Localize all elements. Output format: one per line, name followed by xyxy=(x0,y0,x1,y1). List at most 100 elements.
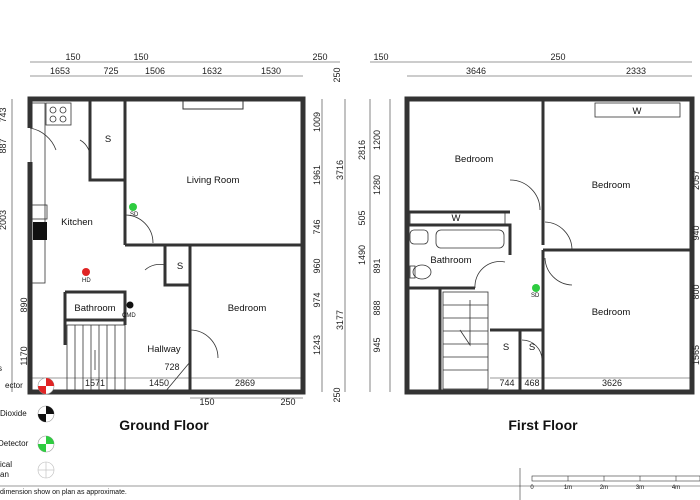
svg-text:1009: 1009 xyxy=(312,112,322,132)
ff-bedroom-2-label: Bedroom xyxy=(592,180,631,191)
gf-right-dimensions: 1009 1961 746 960 974 1243 3716 3177 250… xyxy=(312,67,346,403)
svg-text:250: 250 xyxy=(280,397,295,407)
first-floor-outer-wall xyxy=(404,96,695,395)
gf-dim-top-150b: 150 xyxy=(133,52,148,62)
ground-floor-left-door-gap xyxy=(27,128,33,162)
gf-left-dimensions: 743 887 2003 890 1170 xyxy=(0,99,29,392)
svg-text:150: 150 xyxy=(373,52,388,62)
hob-ring-3 xyxy=(49,115,57,123)
ground-floor-stairs xyxy=(66,324,126,391)
approximate-note: dimension show on plan as approximate. xyxy=(0,489,127,496)
svg-text:2057: 2057 xyxy=(691,170,700,190)
kitchen-counter xyxy=(30,102,46,284)
svg-text:1961: 1961 xyxy=(312,165,322,185)
svg-text:2869: 2869 xyxy=(235,378,255,388)
svg-text:1170: 1170 xyxy=(19,346,29,365)
svg-text:891: 891 xyxy=(372,258,382,273)
scale-tick-1m: 1m xyxy=(564,485,572,491)
gf-dim-top-250: 250 xyxy=(312,52,327,62)
ff-store-2-label: S xyxy=(529,342,535,353)
kitchen-sink xyxy=(30,204,48,220)
legend-co-detector-icon xyxy=(37,405,55,423)
ff-store-1-label: S xyxy=(503,342,509,353)
svg-text:2333: 2333 xyxy=(626,66,646,76)
legend-smoke-label: Detector xyxy=(0,439,29,448)
ff-bedroom-3-label: Bedroom xyxy=(592,307,631,318)
legend-smoke-detector-icon xyxy=(37,435,55,453)
svg-text:960: 960 xyxy=(312,258,322,273)
ff-bathroom-door xyxy=(474,261,506,289)
toilet xyxy=(412,264,432,280)
svg-text:746: 746 xyxy=(312,219,322,234)
ff-bottom-dimensions: 744 468 3626 xyxy=(490,377,692,388)
gf-bedroom-label: Bedroom xyxy=(228,303,267,314)
hallway-label: Hallway xyxy=(147,344,181,355)
gf-bottom-dimensions: 1571 1450 2869 728 150 250 xyxy=(30,362,303,407)
ground-floor: Living Room Kitchen Bathroom Hallway Bed… xyxy=(0,52,346,433)
svg-text:728: 728 xyxy=(164,362,179,372)
ff-smoke-detector-icon: SD xyxy=(531,284,540,299)
svg-text:SD: SD xyxy=(130,212,139,218)
svg-text:SD: SD xyxy=(531,293,540,299)
legend-electrical-icon xyxy=(37,461,55,479)
legend-co-label: Dioxide xyxy=(0,409,27,418)
toilet-cistern xyxy=(409,265,416,279)
svg-text:940: 940 xyxy=(691,225,700,240)
ff-bathroom-label: Bathroom xyxy=(430,255,471,266)
svg-text:2816: 2816 xyxy=(357,140,367,160)
first-floor-heading: First Floor xyxy=(508,417,578,433)
kitchen-door-swing xyxy=(29,127,57,151)
ff-wardrobe-1 xyxy=(409,211,506,225)
hob-ring-1 xyxy=(49,106,57,114)
svg-text:1490: 1490 xyxy=(357,245,367,265)
gf-bathroom-label: Bathroom xyxy=(74,303,115,314)
gf-dim-1530: 1530 xyxy=(261,66,281,76)
living-room-label: Living Room xyxy=(187,175,240,186)
basin xyxy=(409,229,429,245)
scale-bar: 0 1m 2m 3m 4m xyxy=(519,468,700,500)
svg-text:250: 250 xyxy=(332,67,342,82)
gf-wall-store xyxy=(88,99,125,182)
hob-ring-2 xyxy=(59,106,67,114)
ff-wardrobe-2-label: W xyxy=(633,106,642,117)
ff-store-door xyxy=(521,339,543,361)
svg-text:150: 150 xyxy=(199,397,214,407)
gf-co-detector-icon: CMD xyxy=(122,301,136,319)
svg-text:887: 887 xyxy=(0,138,8,153)
gf-wall-store2 xyxy=(163,245,190,287)
legend-title-fragment: s xyxy=(0,364,2,373)
gf-dim-1506: 1506 xyxy=(145,66,165,76)
front-door xyxy=(164,361,191,393)
scale-tick-4m: 4m xyxy=(672,485,680,491)
svg-text:3177: 3177 xyxy=(335,310,345,330)
gf-heat-detector-icon: HD xyxy=(82,268,91,284)
svg-text:505: 505 xyxy=(357,210,367,225)
svg-text:HD: HD xyxy=(82,278,91,284)
gf-wall-bathroom-right xyxy=(65,290,127,325)
kitchen-appliance xyxy=(33,222,47,240)
gf-store-2-label: S xyxy=(177,261,183,272)
kitchen-label: Kitchen xyxy=(61,217,93,228)
gf-top-dimensions: 150 150 250 1653 725 1506 1632 1530 xyxy=(30,52,340,77)
hob xyxy=(45,102,72,126)
svg-text:1450: 1450 xyxy=(149,378,169,388)
svg-text:945: 945 xyxy=(372,337,382,352)
svg-text:250: 250 xyxy=(332,387,342,402)
legend-heat-detector-icon xyxy=(37,377,55,395)
svg-text:CMD: CMD xyxy=(122,313,136,319)
svg-text:890: 890 xyxy=(19,297,29,312)
svg-text:3626: 3626 xyxy=(602,378,622,388)
hob-ring-4 xyxy=(59,115,67,123)
living-room-door xyxy=(124,214,154,244)
gf-dim-1632: 1632 xyxy=(202,66,222,76)
svg-text:468: 468 xyxy=(524,378,539,388)
bedroom-door xyxy=(189,329,219,359)
ff-wardrobe-2 xyxy=(594,102,681,118)
gf-dim-725: 725 xyxy=(103,66,118,76)
svg-text:888: 888 xyxy=(372,300,382,315)
svg-text:1200: 1200 xyxy=(372,130,382,150)
gf-dim-1653: 1653 xyxy=(50,66,70,76)
first-floor-stairs xyxy=(442,291,489,390)
ff-wall-bathroom-top xyxy=(407,223,512,255)
